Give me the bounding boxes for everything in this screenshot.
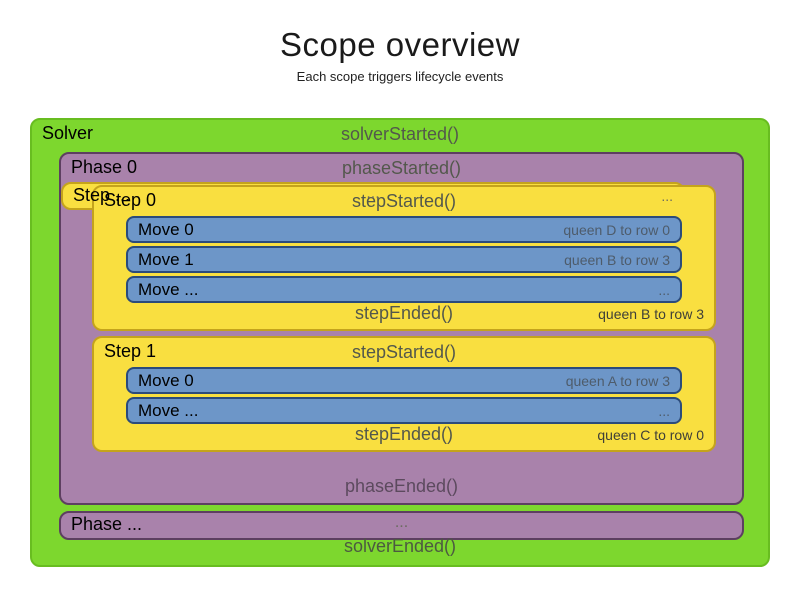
step-0-header: Step 0 stepStarted(): [94, 187, 714, 215]
step-0-label: Step 0: [104, 190, 157, 210]
phase-0-header: Phase 0 phaseStarted(): [61, 154, 742, 182]
page-title: Scope overview: [280, 26, 520, 63]
phase-0-started-event: phaseStarted(): [341, 158, 462, 178]
move-row: Move 0 queen D to row 0: [126, 216, 682, 243]
step-1-moves: Move 0 queen A to row 3 Move ... ...: [126, 367, 682, 424]
move-row: Move 1 queen B to row 3: [126, 246, 682, 273]
move-label: Move ...: [138, 279, 199, 299]
step-ellipsis-right: ...: [661, 188, 673, 204]
step-1-ended-event: stepEnded(): [354, 424, 454, 444]
step-ellipsis-center: ...: [366, 185, 380, 202]
phase-0-label: Phase 0: [71, 157, 138, 177]
step-1-footer: stepEnded() queen C to row 0: [94, 424, 714, 446]
step-0-footer: stepEnded() queen B to row 3: [94, 303, 714, 325]
phase-ellipsis-row: Phase ... ...: [61, 513, 742, 538]
step-1-scope-box: Step 1 stepStarted() Move 0 queen A to r…: [92, 336, 716, 452]
move-label: Move 0: [138, 370, 194, 390]
step-1-ended-note: queen C to row 0: [597, 427, 704, 443]
move-note: ...: [658, 402, 670, 419]
move-row: Move ... ...: [126, 397, 682, 424]
solver-ended-event: solverEnded(): [343, 536, 457, 556]
phase-0-ended-event: phaseEnded(): [344, 476, 459, 496]
move-note: queen D to row 0: [563, 221, 670, 238]
solver-started-event: solverStarted(): [340, 124, 460, 144]
solver-label: Solver: [42, 123, 94, 143]
move-label: Move 1: [138, 249, 194, 269]
phase-ellipsis-label: Phase ...: [71, 514, 143, 534]
step-0-ended-note: queen B to row 3: [598, 306, 704, 322]
phase-0-scope-box: Phase 0 phaseStarted() Step 0 stepStarte…: [59, 152, 744, 505]
step-0-ended-event: stepEnded(): [354, 303, 454, 323]
step-1-label: Step 1: [104, 341, 157, 361]
move-label: Move ...: [138, 400, 199, 420]
phase-ellipsis-center: ...: [394, 514, 409, 531]
page-subtitle: Each scope triggers lifecycle events: [296, 69, 504, 84]
phase-ellipsis-box: Phase ... ...: [59, 511, 744, 540]
move-row: Move 0 queen A to row 3: [126, 367, 682, 394]
move-note: ...: [658, 281, 670, 298]
step-ellipsis-label: Step ...: [73, 185, 131, 205]
step-1-header: Step 1 stepStarted(): [94, 338, 714, 366]
step-0-moves: Move 0 queen D to row 0 Move 1 queen B t…: [126, 216, 682, 303]
step-ellipsis-box: Step ... ... ...: [61, 182, 685, 210]
step-1-started-event: stepStarted(): [351, 342, 457, 362]
step-ellipsis-row: Step ... ... ...: [63, 184, 683, 208]
step-0-scope-box: Step 0 stepStarted() Move 0 queen D to r…: [92, 185, 716, 331]
move-label: Move 0: [138, 219, 194, 239]
move-row: Move ... ...: [126, 276, 682, 303]
step-0-started-event: stepStarted(): [351, 191, 457, 211]
solver-header: Solver solverStarted(): [32, 120, 768, 148]
solver-scope-box: Solver solverStarted() Phase 0 phaseStar…: [30, 118, 770, 567]
move-note: queen A to row 3: [565, 372, 670, 389]
move-note: queen B to row 3: [564, 251, 670, 268]
